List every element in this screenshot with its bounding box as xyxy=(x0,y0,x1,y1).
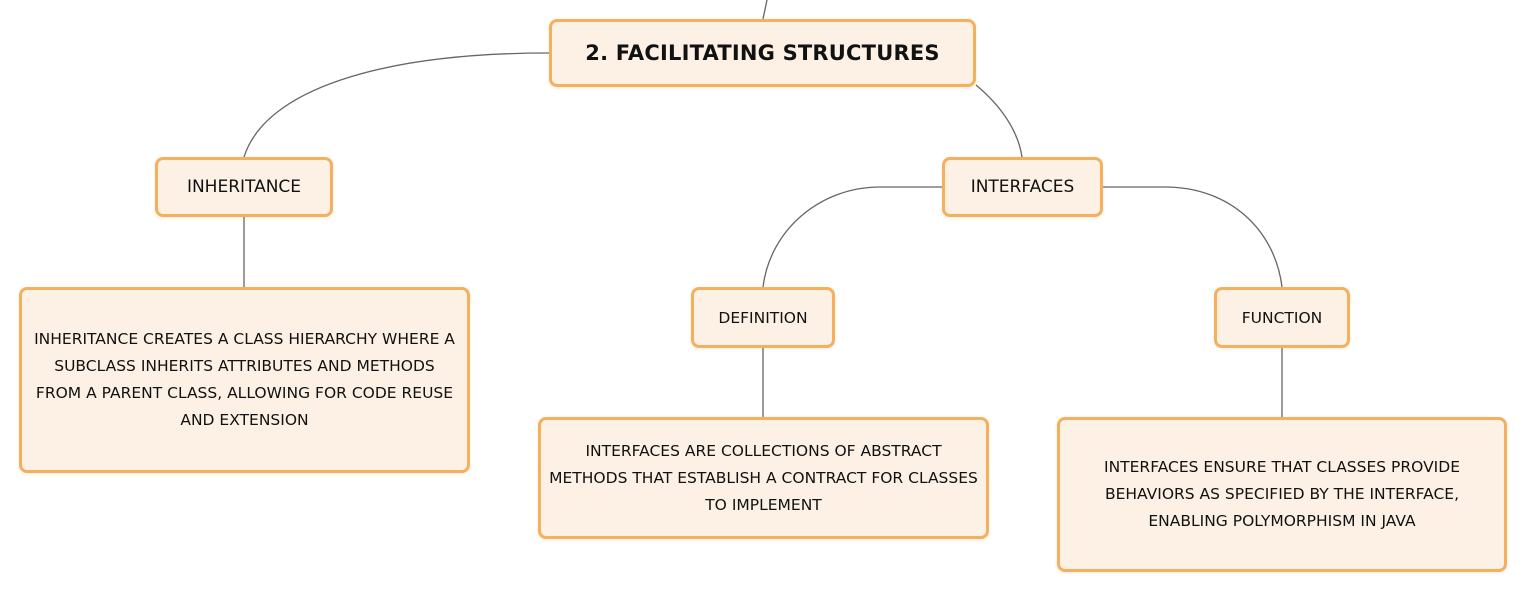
interfaces-node[interactable]: INTERFACES xyxy=(942,157,1103,217)
function-node-label: FUNCTION xyxy=(1241,308,1323,327)
connector-parent-to-root xyxy=(762,0,768,20)
definition-description-node[interactable]: INTERFACES ARE COLLECTIONS OF ABSTRACT M… xyxy=(538,417,989,539)
inheritance-node-label: INHERITANCE xyxy=(186,177,302,197)
connector-root-to-inheritance xyxy=(243,52,550,158)
inheritance-description-text: INHERITANCE CREATES A CLASS HIERARCHY WH… xyxy=(34,330,455,429)
root-node[interactable]: 2. FACILITATING STRUCTURES xyxy=(549,19,976,87)
connector-root-to-interfaces xyxy=(975,84,1023,158)
inheritance-description-node[interactable]: INHERITANCE CREATES A CLASS HIERARCHY WH… xyxy=(19,287,470,473)
inheritance-node[interactable]: INHERITANCE xyxy=(155,157,333,217)
function-description-node[interactable]: INTERFACES ENSURE THAT CLASSES PROVIDE B… xyxy=(1057,417,1507,572)
function-node[interactable]: FUNCTION xyxy=(1214,287,1350,348)
connector-interfaces-to-definition xyxy=(762,186,942,288)
definition-node[interactable]: DEFINITION xyxy=(691,287,835,348)
connector-interfaces-to-function xyxy=(1103,186,1283,288)
root-node-label: 2. FACILITATING STRUCTURES xyxy=(585,41,940,65)
interfaces-node-label: INTERFACES xyxy=(970,177,1075,197)
function-description-text: INTERFACES ENSURE THAT CLASSES PROVIDE B… xyxy=(1104,458,1460,530)
definition-node-label: DEFINITION xyxy=(718,308,808,327)
definition-description-text: INTERFACES ARE COLLECTIONS OF ABSTRACT M… xyxy=(549,441,978,514)
